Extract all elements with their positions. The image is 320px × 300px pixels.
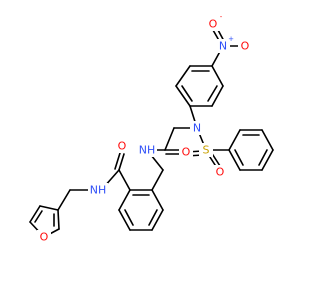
bond bbox=[261, 149, 274, 171]
bond bbox=[228, 149, 241, 171]
structure-svg: O - N + O N S bbox=[29, 13, 274, 244]
atom-benzamide-nh: NH bbox=[88, 183, 108, 197]
bond bbox=[29, 205, 41, 223]
bond bbox=[118, 169, 131, 191]
bond bbox=[39, 205, 59, 211]
molecule-structure-diagram: O - N + O N S bbox=[29, 13, 274, 244]
bond bbox=[151, 169, 164, 191]
bond-inner bbox=[181, 85, 193, 102]
bonds-layer bbox=[29, 27, 274, 238]
bond bbox=[151, 189, 164, 211]
bond bbox=[211, 85, 224, 107]
atom-label: O bbox=[118, 140, 127, 153]
bond-inner bbox=[258, 149, 268, 166]
bond-inner bbox=[234, 149, 244, 166]
atoms-layer: O - N + O N S bbox=[37, 13, 252, 244]
bond bbox=[164, 127, 175, 151]
atom-sulfonamide-n: N bbox=[190, 121, 204, 135]
bond-inner bbox=[124, 209, 134, 226]
charge-label: - bbox=[220, 13, 223, 21]
atom-sulfur: S bbox=[199, 143, 213, 157]
atom-nitro-n: N + bbox=[216, 35, 234, 53]
atom-label: N bbox=[193, 122, 201, 135]
atom-label: N bbox=[219, 40, 227, 53]
atom-furan-o: O bbox=[37, 230, 51, 244]
bond bbox=[175, 65, 191, 87]
bond bbox=[211, 65, 224, 87]
bond bbox=[118, 189, 131, 211]
atom-label: NH bbox=[139, 144, 156, 157]
atom-label: O bbox=[40, 231, 49, 244]
bond-inner bbox=[148, 209, 158, 226]
bond bbox=[175, 85, 191, 107]
bond bbox=[114, 152, 121, 170]
charge-label: + bbox=[228, 35, 234, 43]
atom-sulfonyl-o-right: O bbox=[213, 165, 227, 179]
atom-label: O bbox=[216, 166, 225, 179]
atom-label: S bbox=[203, 144, 210, 157]
atom-label: NH bbox=[90, 184, 107, 197]
atom-label: O bbox=[241, 40, 250, 53]
atom-glycine-o: O bbox=[179, 145, 193, 159]
atom-label: O bbox=[182, 146, 191, 159]
atom-anilide-nh: NH bbox=[137, 143, 157, 157]
atom-nitro-o-right: O bbox=[238, 39, 252, 53]
bond bbox=[261, 129, 274, 151]
bond bbox=[57, 189, 71, 211]
bond bbox=[118, 209, 131, 231]
atom-benzamide-o: O bbox=[115, 139, 129, 153]
bond bbox=[228, 129, 241, 151]
atom-label: O bbox=[209, 18, 218, 31]
bond-inner bbox=[207, 85, 218, 102]
bond-inner bbox=[34, 210, 43, 223]
bond bbox=[151, 209, 164, 231]
bond bbox=[118, 153, 125, 171]
bond bbox=[57, 209, 60, 230]
atom-nitro-o-top: O - bbox=[206, 13, 223, 31]
